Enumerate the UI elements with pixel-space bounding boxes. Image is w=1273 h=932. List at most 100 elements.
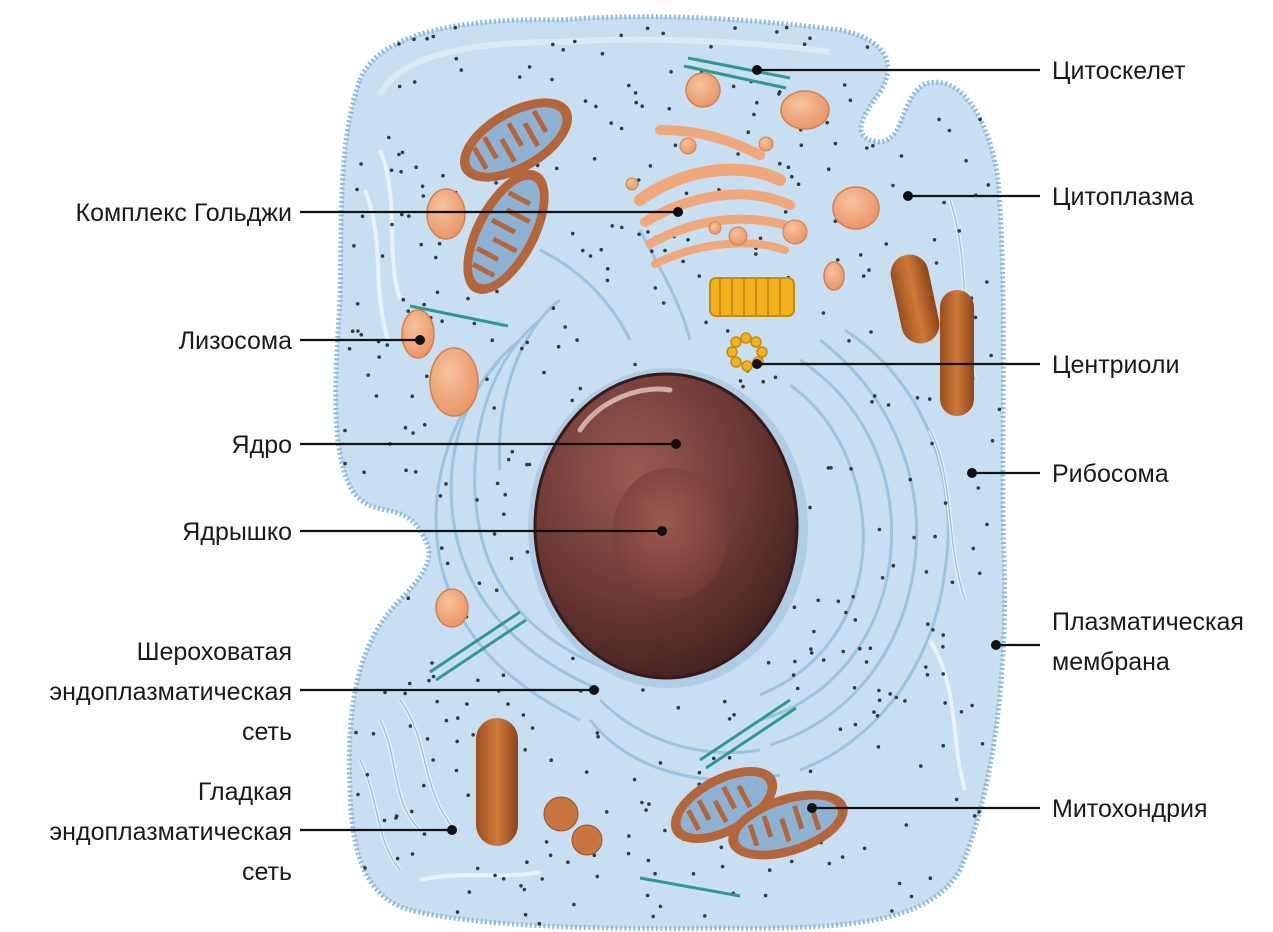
ribosome-dot xyxy=(674,144,678,148)
ribosome-dot xyxy=(978,118,982,122)
label-smooth-er-line2: эндоплазматическая xyxy=(49,818,292,846)
ribosome-dot xyxy=(362,471,366,475)
ribosome-dot xyxy=(851,595,855,599)
ribosome-dot xyxy=(859,253,863,257)
ribosome-dot xyxy=(407,214,411,218)
ribosome-dot xyxy=(425,37,429,41)
ribosome-dot xyxy=(421,185,425,189)
ribosome-dot xyxy=(887,403,891,407)
ribosome-dot xyxy=(877,745,881,749)
ribosome-dot xyxy=(343,462,347,466)
ribosome-dot xyxy=(575,338,579,342)
ribosome-dot xyxy=(784,210,788,214)
ribosome-dot xyxy=(627,834,631,838)
label-smooth-er-line3: сеть xyxy=(242,858,292,886)
label-cytoskeleton: Цитоскелет xyxy=(1052,57,1186,85)
ribosome-dot xyxy=(522,713,526,717)
ribosome-dot xyxy=(888,692,892,696)
ribosome-dot xyxy=(849,99,853,103)
ribosome-dot xyxy=(692,872,696,876)
ribosome-dot xyxy=(394,816,398,820)
ribosome-dot xyxy=(466,297,470,301)
ribosome-dot xyxy=(584,99,588,103)
ribosome-dot xyxy=(942,201,946,205)
ribosome-dot xyxy=(844,611,848,615)
ribosome-dot xyxy=(768,868,772,872)
ribosome-dot xyxy=(502,877,506,881)
ribosome-dot xyxy=(523,748,527,752)
ribosome-dot xyxy=(951,581,955,585)
ribosome-dot xyxy=(987,183,991,187)
ribosome-dot xyxy=(865,660,869,664)
ribosome-dot xyxy=(732,713,736,717)
ribosome-dot xyxy=(775,30,779,34)
ribosome-dot xyxy=(662,301,666,305)
ribosome-dot xyxy=(571,657,575,661)
ribosome-dot xyxy=(400,213,404,217)
ribosome-dot xyxy=(525,341,529,345)
label-nucleolus: Ядрышко xyxy=(182,518,292,546)
ribosome-dot xyxy=(931,628,935,632)
ribosome-dot xyxy=(599,248,603,252)
label-plasma-membrane-line2: мембрана xyxy=(1052,648,1170,676)
ribosome-dot xyxy=(926,622,930,626)
ribosome-dot xyxy=(439,494,443,498)
ribosome-dot xyxy=(941,633,945,637)
ribosome-dot xyxy=(549,854,553,858)
ribosome-dot xyxy=(926,673,930,677)
ribosome-dot xyxy=(800,143,804,147)
ribosome-dot xyxy=(444,482,448,486)
ribosome-dot xyxy=(456,716,460,720)
ribosome-dot xyxy=(404,426,408,430)
ribosome-dot xyxy=(355,188,359,192)
ribosome-dot xyxy=(892,564,896,568)
ribosome-dot xyxy=(438,242,442,246)
ribosome-dot xyxy=(796,687,800,691)
ribosome-dot xyxy=(491,338,495,342)
ribosome-dot xyxy=(634,101,638,105)
ribosome-dot xyxy=(551,43,555,47)
ribosome-dot xyxy=(456,910,460,914)
label-golgi: Комплекс Гольджи xyxy=(76,199,292,227)
ribosome-dot xyxy=(759,237,763,241)
ribosome-dot xyxy=(445,719,449,723)
label-rough-er-line2: эндоплазматическая xyxy=(49,678,292,706)
ribosome-dot xyxy=(778,162,782,166)
ribosome-dot xyxy=(978,572,982,576)
ribosome-dot xyxy=(698,274,702,278)
ribosome-dot xyxy=(957,229,961,233)
ribosome-dot xyxy=(620,127,624,131)
ribosome-dot xyxy=(403,692,407,696)
ribosome-dot xyxy=(411,395,415,399)
ribosome-dot xyxy=(460,68,464,72)
ribosome-dot xyxy=(411,431,415,435)
ribosome-dot xyxy=(829,466,833,470)
ribosome-dot xyxy=(455,740,459,744)
ribosome-dot xyxy=(538,922,542,926)
ribosome-dot xyxy=(925,570,929,574)
ribosome-dot xyxy=(910,895,914,899)
ribosome-dot xyxy=(732,85,736,89)
ribosome-dot xyxy=(955,798,959,802)
ribosome-dot xyxy=(570,399,574,403)
ribosome-dot xyxy=(589,254,593,258)
ribosome-dot xyxy=(572,903,576,907)
ribosome-dot xyxy=(885,242,889,246)
ribosome-dot xyxy=(709,45,713,49)
ribosome-dot xyxy=(853,686,857,690)
ribosome-dot xyxy=(865,146,869,150)
ribosome-dot xyxy=(356,302,360,306)
ribosome-dot xyxy=(495,290,499,294)
ribosome-dot xyxy=(473,322,477,326)
ribosome-dot xyxy=(620,226,624,230)
ribosome-dot xyxy=(377,355,381,359)
ribosome-dot xyxy=(563,325,567,329)
ribosome-dot xyxy=(787,165,791,169)
ribosome-dot xyxy=(571,232,575,236)
ribosome-dot xyxy=(366,373,370,377)
ribosome-dot xyxy=(372,732,376,736)
ribosome-dot xyxy=(390,169,394,173)
ribosome-dot xyxy=(422,303,426,307)
ribosome-dot xyxy=(755,101,759,105)
ribosome-dot xyxy=(836,258,840,262)
